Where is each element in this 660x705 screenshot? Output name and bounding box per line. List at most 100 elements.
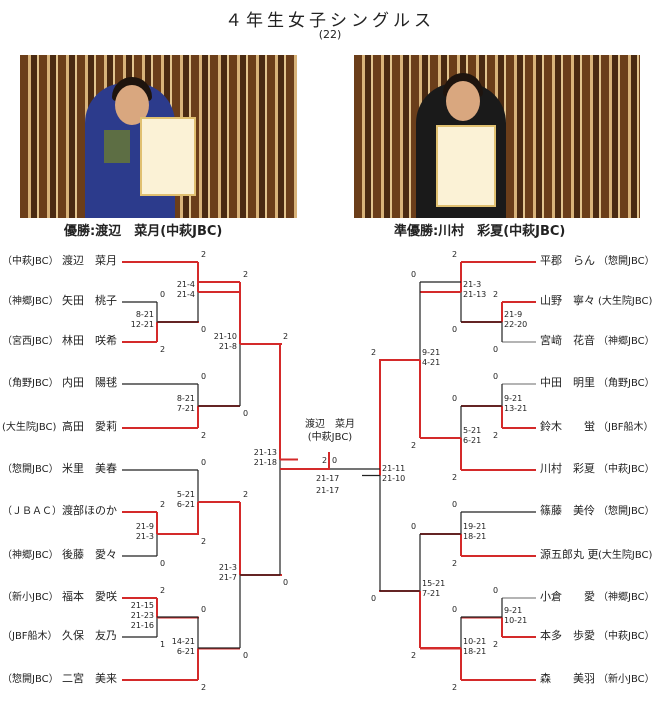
right-match-score: 15-21 (422, 579, 446, 588)
left-player-name: 渡辺 菜月 (62, 254, 117, 267)
left-match-bottom-games: 2 (201, 683, 207, 692)
left-match-score: 21-9 (135, 522, 154, 531)
final-left-games: 2 (322, 456, 328, 465)
right-match-top-games: 2 (452, 250, 458, 259)
right-match-bottom-games: 2 (452, 559, 458, 568)
runner-up-caption: 準優勝:川村 彩夏(中萩JBC) (394, 224, 566, 239)
right-player-club: （角野JBC） (598, 378, 655, 389)
left-match-score: 21-23 (130, 610, 154, 620)
champion-label: 渡辺 菜月 (中萩JBC) (296, 418, 364, 444)
right-match-score: 5-21 (463, 426, 482, 435)
left-player-name: 米里 美春 (62, 462, 117, 475)
left-match-top-games: 0 (201, 458, 207, 467)
right-match-score: 21-9 (504, 310, 523, 319)
right-player-club: （神郷JBC） (598, 592, 655, 603)
right-player-name: 小倉 愛 (540, 590, 595, 603)
right-match-score: 4-21 (422, 358, 441, 367)
right-match-top-games: 0 (493, 372, 499, 381)
left-player-name: 二宮 美来 (62, 672, 117, 685)
right-match-top-games: 0 (411, 270, 417, 279)
left-player-club: (大生院JBC) (2, 422, 57, 433)
winner-caption: 優勝:渡辺 菜月(中萩JBC) (64, 224, 223, 239)
right-match-bottom-games: 0 (493, 345, 499, 354)
right-player-name: 篠藤 美伶 (540, 504, 595, 517)
right-match-bottom-games: 2 (452, 683, 458, 692)
left-player-club: （神郷JBC） (2, 296, 59, 307)
right-player-club: （惣開JBC） (598, 506, 655, 517)
page-subtitle: (22) (318, 28, 342, 41)
left-match-top-games: 0 (160, 290, 166, 299)
left-match-score: 6-21 (176, 646, 195, 656)
right-match-score: 10-21 (504, 615, 528, 625)
left-match-bottom-games: 0 (160, 559, 166, 568)
right-match-bottom-games: 2 (452, 473, 458, 482)
left-player-name: 福本 愛咲 (62, 590, 117, 603)
champion-name: 渡辺 菜月 (305, 419, 355, 430)
right-match-score: 10-21 (463, 636, 487, 646)
left-match-score: 6-21 (176, 500, 195, 509)
right-player-name: 宮﨑 花音 (540, 334, 595, 347)
left-player-name: 渡部ほのか (62, 504, 117, 517)
right-player-name: 平郡 らん (540, 254, 595, 267)
left-match-bottom-games: 0 (201, 325, 207, 334)
right-match-bottom-games: 0 (452, 325, 458, 334)
left-player-club: （惣開JBC） (2, 674, 59, 685)
left-match-score: 5-21 (176, 490, 195, 499)
right-match-score: 19-21 (463, 522, 487, 531)
left-match-score: 21-18 (253, 457, 277, 467)
right-player-name: 鈴木 蛍 (540, 420, 595, 433)
left-match-top-games: 2 (160, 500, 166, 509)
left-player-club: （惣開JBC） (2, 464, 59, 475)
right-match-bottom-games: 2 (411, 441, 417, 450)
right-match-score: 18-21 (463, 532, 487, 541)
left-match-score: 21-7 (218, 573, 237, 582)
left-player-club: （新小JBC） (2, 592, 59, 603)
right-player-name: 川村 彩夏 (540, 462, 595, 475)
left-player-name: 後藤 愛々 (62, 548, 117, 561)
left-player-club: （角野JBC） (2, 378, 59, 389)
left-match-score: 21-3 (135, 532, 154, 541)
left-player-club: （中萩JBC） (2, 256, 59, 267)
right-player-name: 中田 明里 (540, 376, 595, 389)
left-match-score: 8-21 (176, 394, 195, 403)
right-player-club: （惣開JBC） (598, 256, 655, 267)
left-match-score: 14-21 (171, 636, 195, 646)
right-player-club: （中萩JBC） (598, 464, 655, 475)
right-player-club: （JBF船木） (598, 422, 654, 433)
final-score: 21-17 (316, 474, 340, 483)
left-match-top-games: 2 (201, 250, 207, 259)
left-match-top-games: 2 (243, 490, 249, 499)
left-match-bottom-games: 0 (243, 409, 249, 418)
right-match-bottom-games: 2 (493, 640, 499, 649)
right-player-club: (大生院JBC) (598, 296, 653, 307)
right-match-bottom-games: 2 (493, 431, 499, 440)
left-match-score: 21-15 (130, 600, 154, 610)
final-right-games: 0 (332, 456, 338, 465)
right-match-score: 6-21 (463, 436, 482, 445)
right-match-score: 13-21 (504, 404, 528, 413)
left-player-club: （ＪＢＡＣ） (2, 506, 62, 517)
runner-up-photo (354, 55, 640, 218)
left-match-bottom-games: 1 (160, 640, 166, 649)
right-player-club: (大生院JBC) (598, 550, 653, 561)
right-player-name: 源五郎丸 更 (540, 548, 599, 561)
right-match-top-games: 0 (452, 394, 458, 403)
left-match-bottom-games: 2 (201, 431, 207, 440)
left-match-score: 21-8 (218, 342, 237, 351)
right-match-score: 7-21 (422, 589, 441, 598)
right-match-bottom-games: 0 (371, 594, 377, 603)
right-match-top-games: 2 (371, 348, 377, 357)
page-title: ４年生女子シングルス (225, 11, 435, 31)
final-score: 21-17 (316, 486, 340, 495)
right-match-top-games: 0 (452, 605, 458, 614)
right-match-top-games: 0 (493, 586, 499, 595)
left-player-club: （宮西JBC） (2, 336, 59, 347)
right-match-score: 21-13 (463, 290, 487, 299)
right-match-bottom-games: 2 (411, 651, 417, 660)
left-match-bottom-games: 2 (160, 345, 166, 354)
right-player-club: （神郷JBC） (598, 336, 655, 347)
right-player-name: 森 美羽 (540, 672, 595, 685)
right-match-score: 21-10 (382, 473, 406, 483)
right-player-name: 本多 歩愛 (540, 629, 595, 642)
left-match-score: 21-3 (218, 563, 237, 572)
